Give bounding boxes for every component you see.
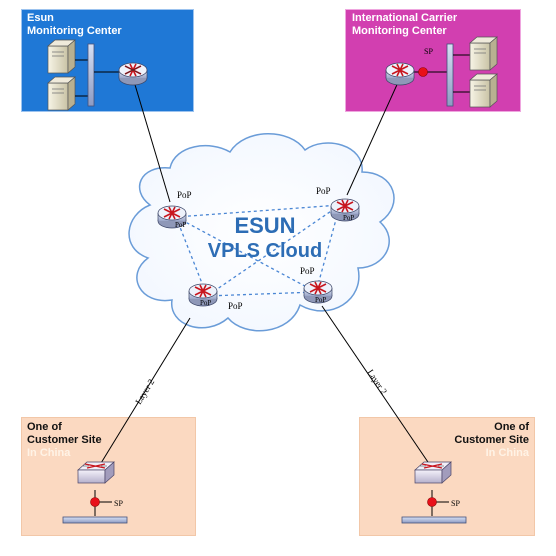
customer-right-line2: Customer Site	[454, 434, 529, 446]
server-icon	[469, 36, 498, 71]
router-icon	[118, 62, 148, 86]
sp-label-intl: SP	[424, 47, 433, 56]
pop-router-bottom-right: PoP	[303, 280, 333, 304]
pop-router-label: PoP	[175, 221, 186, 229]
pop-router-label: PoP	[315, 296, 326, 304]
lan-bus	[401, 516, 467, 524]
server-icon	[47, 76, 76, 111]
customer-right-line1: One of	[494, 421, 529, 433]
customer-left-equipment	[62, 490, 128, 524]
sp-marker	[427, 497, 437, 507]
cloud-title-line1: ESUN	[234, 213, 296, 238]
pop-router-label: PoP	[200, 299, 211, 307]
link-intl-to-pop	[346, 77, 401, 196]
layer2-label-right: Layer 2	[365, 368, 389, 397]
vpls-cloud	[128, 133, 395, 332]
link-pop-to-customer-right	[321, 305, 433, 469]
pop-router-label: PoP	[343, 214, 354, 222]
esun-title-line1: Esun	[27, 12, 54, 24]
router-icon	[385, 62, 415, 86]
sp-label-customer-right: SP	[451, 499, 460, 508]
esun-title-line2: Monitoring Center	[27, 25, 122, 37]
link-pop-to-customer-left	[97, 317, 191, 469]
cloud-title-line2: VPLS Cloud	[207, 240, 323, 262]
link-esun-to-pop	[132, 77, 171, 203]
switch-icon	[77, 461, 115, 484]
pop-label-bottom-left: PoP	[228, 301, 243, 311]
pop-router-top-left: PoP	[157, 205, 186, 229]
pop-label-top-right: PoP	[316, 186, 331, 196]
intl-servers	[413, 36, 498, 108]
pop-router-top-right: PoP	[330, 198, 360, 222]
intl-title-line2: Monitoring Center	[352, 25, 447, 37]
lan-bus	[62, 516, 128, 524]
sp-marker	[418, 67, 428, 77]
sp-label-customer-left: SP	[114, 499, 123, 508]
sp-marker	[90, 497, 100, 507]
pop-label-top-left: PoP	[177, 190, 192, 200]
intl-title-line1: International Carrier	[352, 12, 458, 24]
switch-icon	[414, 461, 452, 484]
customer-left-line1: One of	[27, 421, 62, 433]
layer2-label-left: Layer 2	[133, 377, 156, 406]
customer-right-line3: In China	[485, 447, 529, 459]
server-icon	[469, 73, 498, 108]
lan-bus	[87, 43, 95, 107]
customer-right-equipment	[401, 490, 467, 524]
esun-servers	[47, 39, 120, 111]
customer-left-line2: Customer Site	[27, 434, 102, 446]
pop-label-bottom-right: PoP	[300, 266, 315, 276]
pop-mesh	[175, 204, 341, 297]
customer-left-line3: In China	[27, 447, 71, 459]
server-icon	[47, 39, 76, 74]
lan-bus	[446, 43, 454, 107]
pop-router-bottom-left: PoP	[188, 283, 218, 307]
